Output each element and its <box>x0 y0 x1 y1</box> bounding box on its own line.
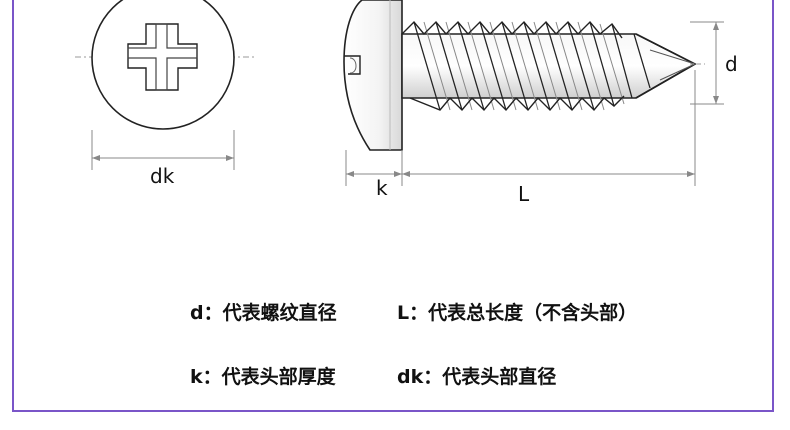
diagram-frame <box>12 0 774 412</box>
label-d: d <box>725 52 738 76</box>
legend-d: d：代表螺纹直径 <box>190 302 337 324</box>
d-dimension <box>690 21 724 105</box>
legend-dk: dk：代表头部直径 <box>397 366 557 388</box>
label-L: L <box>518 182 530 206</box>
legend-L: L：代表总长度（不含头部） <box>397 302 638 324</box>
screw-side-view <box>343 0 705 151</box>
label-dk: dk <box>150 164 175 188</box>
legend-k: k：代表头部厚度 <box>190 366 336 388</box>
L-dimension <box>402 70 696 186</box>
head-top-view <box>75 0 255 130</box>
dk-dimension <box>91 130 235 170</box>
label-k: k <box>376 176 388 200</box>
k-dimension <box>345 150 403 186</box>
